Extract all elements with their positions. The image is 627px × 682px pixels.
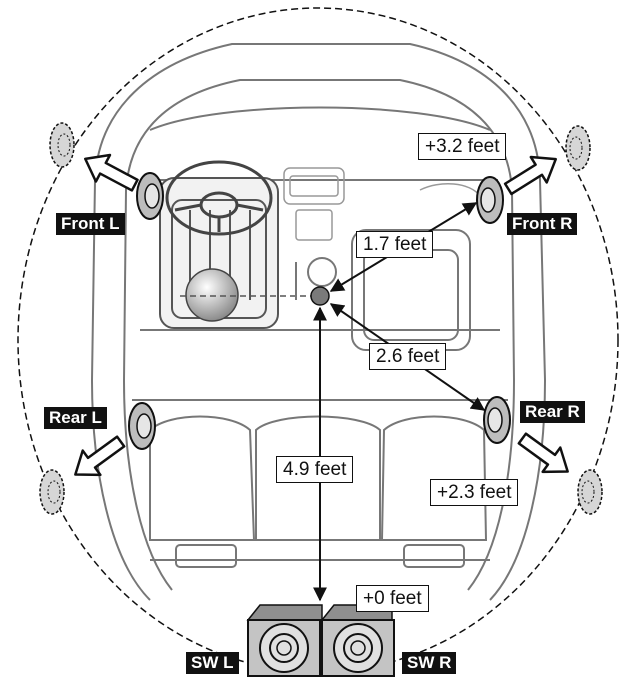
shift-arrow-front-l [84,153,139,192]
subwoofer-r [320,604,395,677]
speaker-front-r [476,176,504,224]
distance-rear-r-label: 2.6 feet [369,343,447,370]
listening-point [310,286,330,306]
offset-rear-label: +2.3 feet [430,479,519,506]
offset-sub-label: +0 feet [356,585,429,612]
virtual-speaker-rear-l [39,469,65,515]
sw-l-label: SW L [186,652,239,674]
steering-wheel [165,160,273,236]
front-r-label: Front R [507,213,578,235]
speaker-rear-l [128,402,156,450]
driver-head [185,268,239,322]
front-l-label: Front L [56,213,125,235]
sw-r-label: SW R [402,652,457,674]
rear-r-label: Rear R [520,401,585,423]
speaker-rear-r [483,396,511,444]
rear-l-label: Rear L [44,407,107,429]
shift-arrow-rear-l [74,435,126,477]
car-outline [90,43,547,601]
offset-front-label: +3.2 feet [418,133,507,160]
subwoofer-l [246,604,323,677]
distance-sub-label: 4.9 feet [276,456,354,483]
rear-seats [149,415,488,568]
shift-arrow-front-r [503,155,557,196]
distance-front-r-label: 1.7 feet [356,231,434,258]
virtual-speaker-front-l [49,122,75,168]
virtual-speaker-rear-r [577,469,603,515]
speaker-front-l [136,172,164,220]
virtual-speaker-front-r [565,125,591,171]
shift-arrow-rear-r [517,432,569,474]
